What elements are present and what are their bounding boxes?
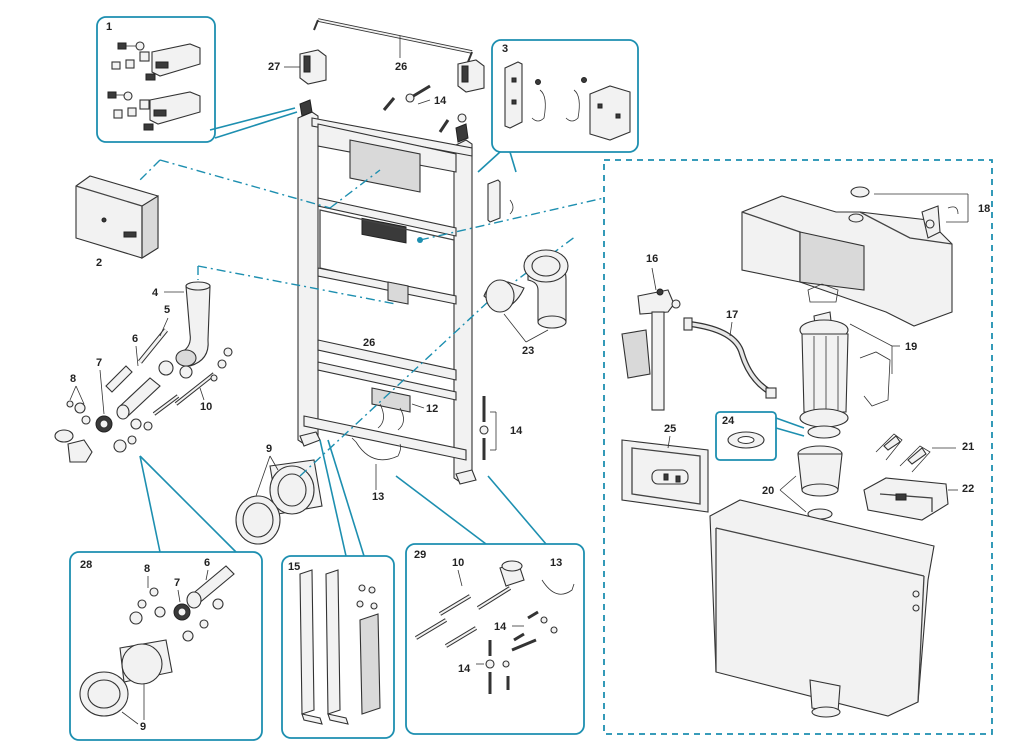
callout-9-main: 9 bbox=[266, 443, 272, 455]
callout-22: 22 bbox=[962, 483, 974, 495]
callout-14-top: 14 bbox=[434, 95, 447, 107]
callout-24: 24 bbox=[722, 415, 735, 427]
callout-10-left: 10 bbox=[200, 401, 212, 413]
outlet-20 bbox=[797, 445, 843, 520]
callout-26-mid: 26 bbox=[363, 337, 375, 349]
callout-7-left: 7 bbox=[96, 357, 102, 369]
callout-29: 29 bbox=[414, 549, 426, 561]
callout-4: 4 bbox=[152, 287, 159, 299]
callout-28: 28 bbox=[80, 559, 92, 571]
detail-box-28: 28 8 7 6 9 bbox=[69, 551, 263, 741]
flush-valve-19 bbox=[799, 283, 891, 439]
clip-13 bbox=[351, 437, 402, 461]
detail-box-1: 1 bbox=[96, 16, 216, 143]
part-22 bbox=[863, 477, 949, 521]
callout-17: 17 bbox=[726, 309, 738, 321]
fill-valve-16 bbox=[621, 288, 681, 411]
callout-9-box28: 9 bbox=[140, 721, 146, 733]
support-12 bbox=[371, 387, 411, 431]
elbow-pipe-4 bbox=[175, 281, 211, 367]
callout-16: 16 bbox=[646, 253, 658, 265]
small-bracket-3 bbox=[487, 179, 514, 223]
cistern-tank bbox=[709, 499, 935, 718]
control-box-2 bbox=[75, 175, 159, 259]
hose-17 bbox=[683, 317, 777, 399]
callout-20: 20 bbox=[762, 485, 774, 497]
bolt-bracket-set-2 bbox=[107, 91, 201, 131]
side-bolts-14 bbox=[479, 396, 497, 460]
seal-box-24: 24 bbox=[715, 411, 777, 461]
bolt-bracket-set-1 bbox=[111, 41, 201, 81]
top-rod-26 bbox=[313, 18, 473, 63]
callout-6-left: 6 bbox=[132, 333, 138, 345]
callout-6-box28: 6 bbox=[204, 557, 210, 569]
callout-7-box28: 7 bbox=[174, 577, 180, 589]
callout-27: 27 bbox=[268, 61, 280, 73]
callout-12: 12 bbox=[426, 403, 438, 415]
mounting-frame bbox=[297, 99, 477, 485]
callout-14-box29-b: 14 bbox=[458, 663, 471, 675]
callout-10-box29: 10 bbox=[452, 557, 464, 569]
callout-13-main: 13 bbox=[372, 491, 384, 503]
callout-14-side: 14 bbox=[510, 425, 523, 437]
detail-box-15: 15 bbox=[281, 555, 395, 739]
elbow-23 bbox=[483, 249, 569, 329]
callout-23: 23 bbox=[522, 345, 534, 357]
sleeves-9 bbox=[235, 459, 323, 545]
pipe-parts-left bbox=[54, 328, 233, 463]
detail-box-3: 3 bbox=[491, 39, 639, 153]
callout-3: 3 bbox=[502, 43, 508, 55]
mounting-clamp-27 bbox=[299, 49, 485, 93]
callout-8-box28: 8 bbox=[144, 563, 150, 575]
callout-2: 2 bbox=[96, 257, 102, 269]
callout-15: 15 bbox=[288, 561, 300, 573]
upper-bolts-14 bbox=[382, 84, 467, 133]
callout-13-box29: 13 bbox=[550, 557, 562, 569]
parts-21 bbox=[875, 433, 931, 473]
callout-8-left: 8 bbox=[70, 373, 76, 385]
detail-box-29: 29 10 13 14 14 bbox=[405, 543, 585, 735]
callout-26-top: 26 bbox=[395, 61, 407, 73]
callout-21: 21 bbox=[962, 441, 974, 453]
bracket-plate-25 bbox=[621, 439, 709, 513]
callout-18: 18 bbox=[978, 203, 990, 215]
callout-14-box29-a: 14 bbox=[494, 621, 507, 633]
cistern-cover-18 bbox=[741, 186, 959, 327]
callout-19: 19 bbox=[905, 341, 917, 353]
cistern-detail-box bbox=[603, 159, 993, 735]
callout-25: 25 bbox=[664, 423, 676, 435]
callout-5: 5 bbox=[164, 304, 170, 316]
callout-1: 1 bbox=[106, 21, 112, 33]
